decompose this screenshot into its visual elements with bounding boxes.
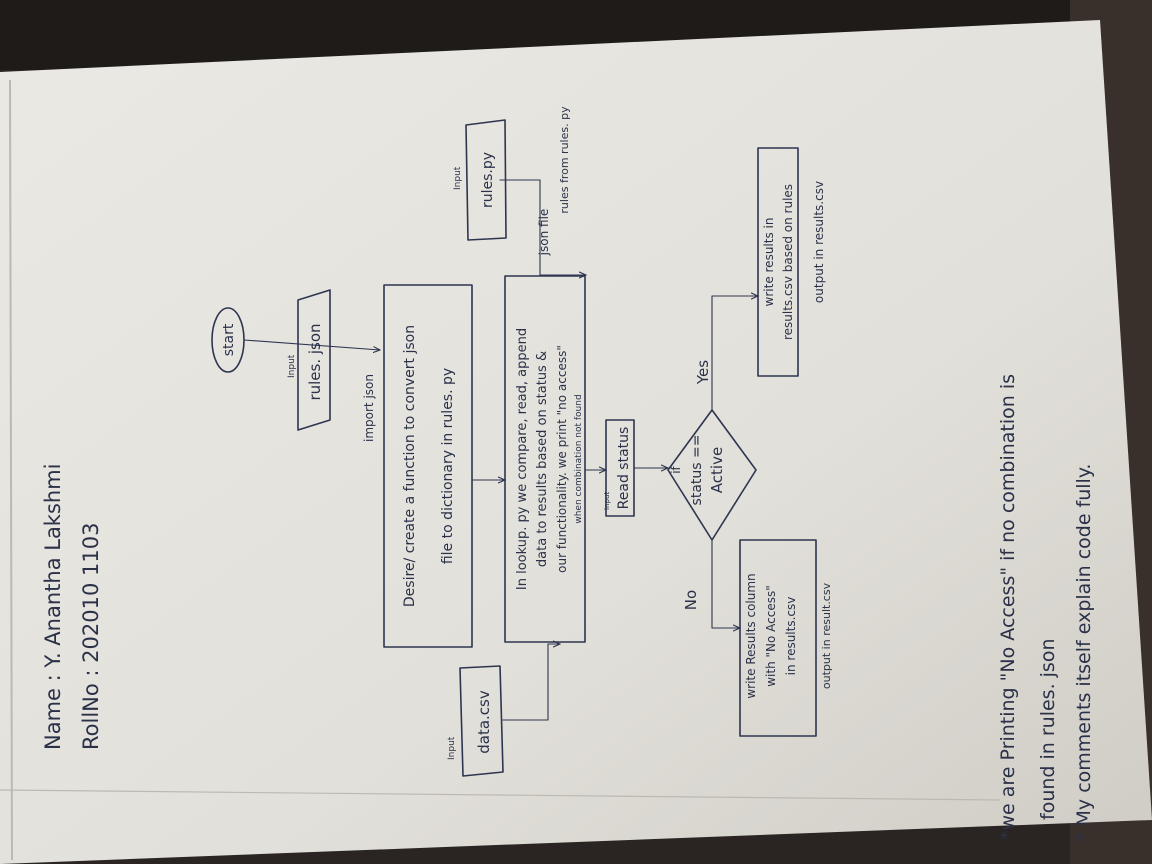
lookup-line3: our functionality. we print "no access" xyxy=(555,345,569,573)
start-label: start xyxy=(221,323,237,356)
page-margin-line xyxy=(0,789,1001,801)
student-name: Name : Y. Anantha Lakshmi xyxy=(41,463,65,750)
note-comments: * My comments itself explain code fully. xyxy=(1073,464,1095,842)
lookup-line1: In lookup. py we compare, read, append xyxy=(515,328,530,590)
lookup-line2: data to results based on status & xyxy=(535,351,550,567)
no-box-line3: in results.csv xyxy=(784,597,798,676)
data-csv-connector xyxy=(502,644,560,721)
import-json-note: import json xyxy=(362,374,376,442)
roll-number: RollNo : 202010 1103 xyxy=(79,523,103,750)
lookup-line4: when combination not found xyxy=(574,394,584,523)
rules-py-input-box xyxy=(465,119,507,241)
flowchart: start Input rules. json import json Desi… xyxy=(211,106,833,777)
convert-line2: file to dictionary in rules. py xyxy=(440,368,456,564)
decision-line3: Active xyxy=(708,447,726,493)
rules-json-input-text: rules. json xyxy=(306,323,324,400)
yes-box-line1: write results in xyxy=(762,218,776,307)
decision-line1: if xyxy=(669,465,683,473)
rules-json-input-tag: Input xyxy=(287,354,297,378)
lookup-process-box xyxy=(504,275,586,643)
data-csv-input-box xyxy=(459,665,504,777)
results-output-box xyxy=(757,147,799,377)
status-decision-diamond xyxy=(667,409,757,541)
no-branch-label: No xyxy=(682,590,700,610)
header-group: Name : Y. Anantha Lakshmi RollNo : 20201… xyxy=(41,463,103,750)
decision-line2: status == xyxy=(689,435,705,506)
yes-branch-connector xyxy=(711,296,758,411)
note-no-access-line1: *we are Printing "No Access" if no combi… xyxy=(997,374,1019,840)
rules-json-input-box xyxy=(297,289,331,431)
notes-group: *we are Printing "No Access" if no combi… xyxy=(997,374,1095,842)
data-csv-input-tag: Input xyxy=(447,736,457,760)
read-status-text: Read status xyxy=(616,427,632,510)
convert-line1: Desire/ create a function to convert jso… xyxy=(402,325,418,607)
note-no-access-line2: found in rules. json xyxy=(1037,638,1059,820)
rules-py-input-text: rules.py xyxy=(480,152,496,208)
no-box-line1: write Results column xyxy=(744,573,758,698)
data-csv-input-text: data.csv xyxy=(475,690,493,754)
no-box-output: output in result.csv xyxy=(820,582,833,689)
page-edge-shadow xyxy=(9,79,13,861)
rules-from-label: rules from rules. py xyxy=(558,106,571,214)
read-status-tag: Input xyxy=(603,492,611,510)
rules-py-input-tag: Input xyxy=(453,166,463,190)
convert-function-box xyxy=(383,284,473,648)
rules-py-connector xyxy=(499,179,586,275)
yes-branch-label: Yes xyxy=(694,360,712,385)
no-box-line2: with "No Access" xyxy=(764,585,778,687)
no-branch-connector xyxy=(711,539,740,628)
no-access-output-box xyxy=(739,539,817,737)
yes-box-line2: results.csv based on rules xyxy=(781,184,795,340)
yes-box-output: output in results.csv xyxy=(812,181,826,303)
json-file-label: json file xyxy=(537,209,551,257)
paper-page xyxy=(0,20,1152,864)
start-to-rules-connector xyxy=(243,339,380,350)
